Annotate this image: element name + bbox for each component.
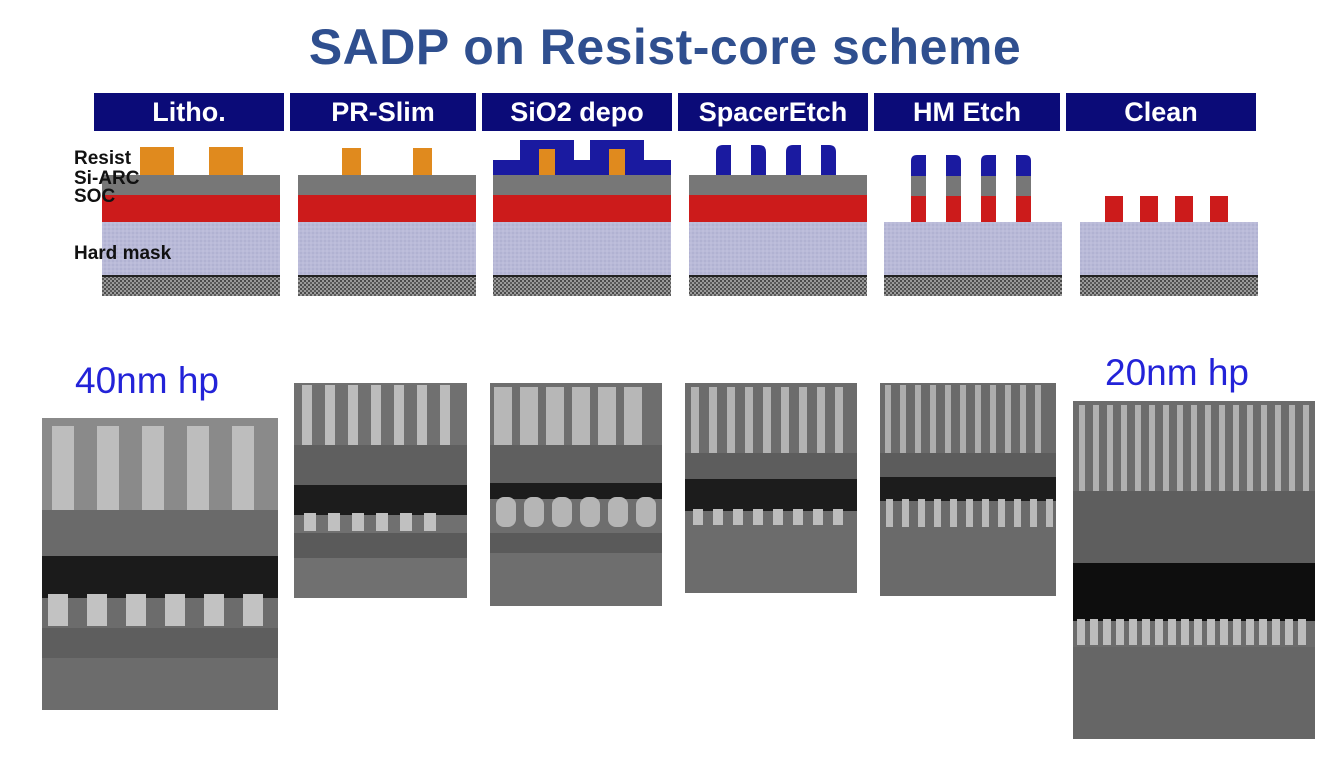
scale-label-20nm: 20nm hp	[1105, 352, 1249, 393]
resist-line	[342, 148, 361, 175]
layer-label-si-arc: Si-ARC	[74, 168, 140, 189]
step-header-spacer-etch: SpacerEtch	[678, 93, 868, 131]
page-title: SADP on Resist-core scheme	[308, 19, 1022, 75]
schematic-hm-etch	[884, 155, 1062, 296]
spacer-oxide	[493, 140, 671, 175]
sem-pr-slim	[294, 383, 467, 598]
layer-label-hard-mask: Hard mask	[74, 243, 172, 264]
step-header-litho: Litho.	[94, 93, 284, 131]
sem-sio2-depo	[490, 383, 662, 606]
sem-hm-etch	[880, 383, 1056, 596]
scale-label-40nm: 40nm hp	[75, 360, 219, 401]
schematic-clean	[1080, 196, 1258, 296]
sem-clean	[1073, 401, 1315, 739]
resist-line	[140, 147, 174, 175]
sem-spacer-etch	[685, 383, 857, 593]
schematic-spacer-etch	[689, 145, 867, 296]
schematic-litho	[102, 147, 280, 296]
resist-line	[413, 148, 432, 175]
step-header-hm-etch: HM Etch	[874, 93, 1060, 131]
step-header-clean: Clean	[1066, 93, 1256, 131]
resist-line	[209, 147, 243, 175]
schematic-sio2-depo	[493, 140, 671, 296]
process-schematics	[102, 140, 1258, 296]
sem-litho	[42, 418, 278, 710]
layer-label-resist: Resist	[74, 148, 132, 169]
step-header-pr-slim: PR-Slim	[290, 93, 476, 131]
schematic-pr-slim	[298, 148, 476, 296]
step-header-sio2-depo: SiO2 depo	[482, 93, 672, 131]
layer-label-soc: SOC	[74, 186, 116, 207]
